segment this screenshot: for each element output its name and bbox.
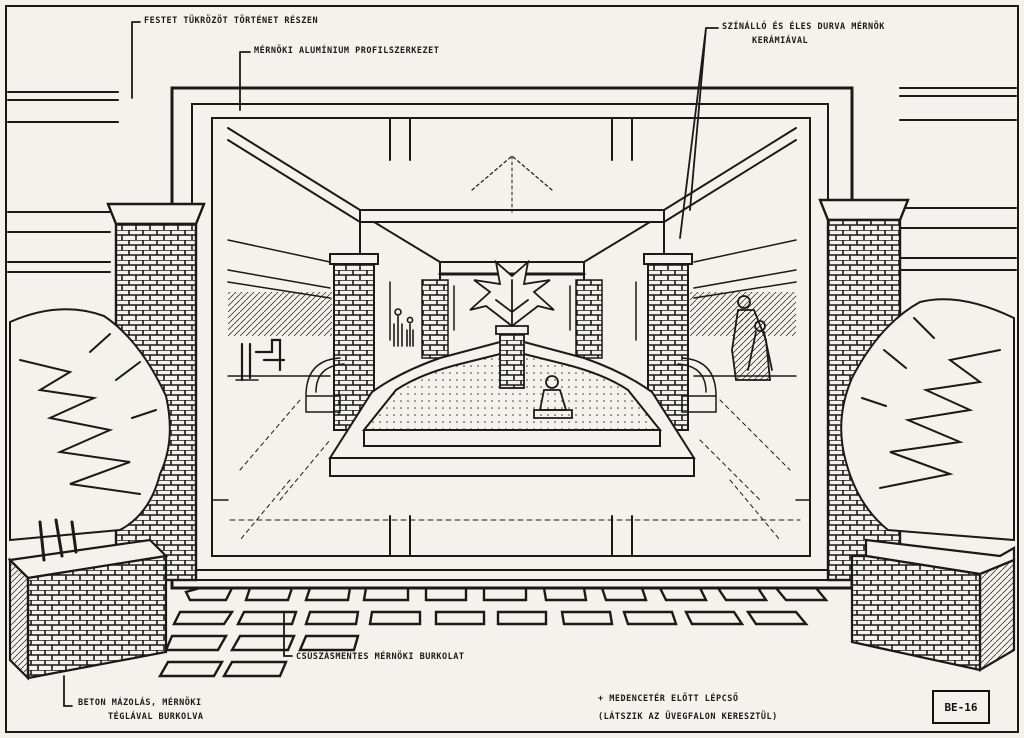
pool-basin (328, 341, 696, 477)
exterior-paving (157, 579, 853, 678)
annotation-leaders (63, 21, 719, 707)
plant-right (840, 298, 1015, 542)
annotation-top-left-2: MÉRNÖKI ALUMÍNIUM PROFILSZERKEZET (254, 46, 440, 56)
annotation-bottom-center: CSÚSZÁSMENTES MÉRNÖKI BURKOLAT (296, 652, 465, 662)
annotation-top-left-1: FESTET TÜKRÖZÖT TÖRTÉNET RÉSZEN (144, 16, 319, 26)
plant-left (9, 308, 171, 542)
figure-sculpture-right (731, 295, 773, 381)
planter-box-left (7, 518, 169, 681)
outer-wall-left (7, 91, 119, 273)
pool-steps-right (677, 357, 717, 413)
outer-wall-right (899, 87, 1017, 271)
pool-steps-left (305, 357, 345, 413)
drawing-code-box: BE-16 (932, 690, 990, 724)
annotation-bottom-left-1: BETON MÁZOLÁS, MÉRNÖKI (78, 698, 202, 708)
annotation-top-right-1: SZÍNÁLLÓ ÉS ÉLES DURVA MÉRNÖK (722, 22, 885, 32)
annotation-top-right-2: KERÁMIÁVAL (752, 36, 809, 46)
back-wall (227, 269, 797, 341)
ceiling (227, 127, 797, 281)
annotation-bottom-right-1: + MEDENCETÉR ELŐTT LÉPCSŐ (598, 694, 739, 704)
annotation-bottom-left-2: TÉGLÁVAL BURKOLVA (108, 712, 204, 722)
seated-sculpture (533, 375, 573, 419)
sheet-border (5, 5, 1019, 733)
planter-box-right (850, 538, 1016, 672)
abstract-sculpture-left (235, 338, 286, 382)
back-column-right (575, 279, 603, 359)
annotation-bottom-right-2: (LÁTSZIK AZ ÜVEGFALON KERESZTÜL) (598, 712, 778, 722)
visitor-figures (393, 308, 414, 347)
fountain-planter (469, 259, 555, 389)
back-column-left (421, 279, 449, 359)
